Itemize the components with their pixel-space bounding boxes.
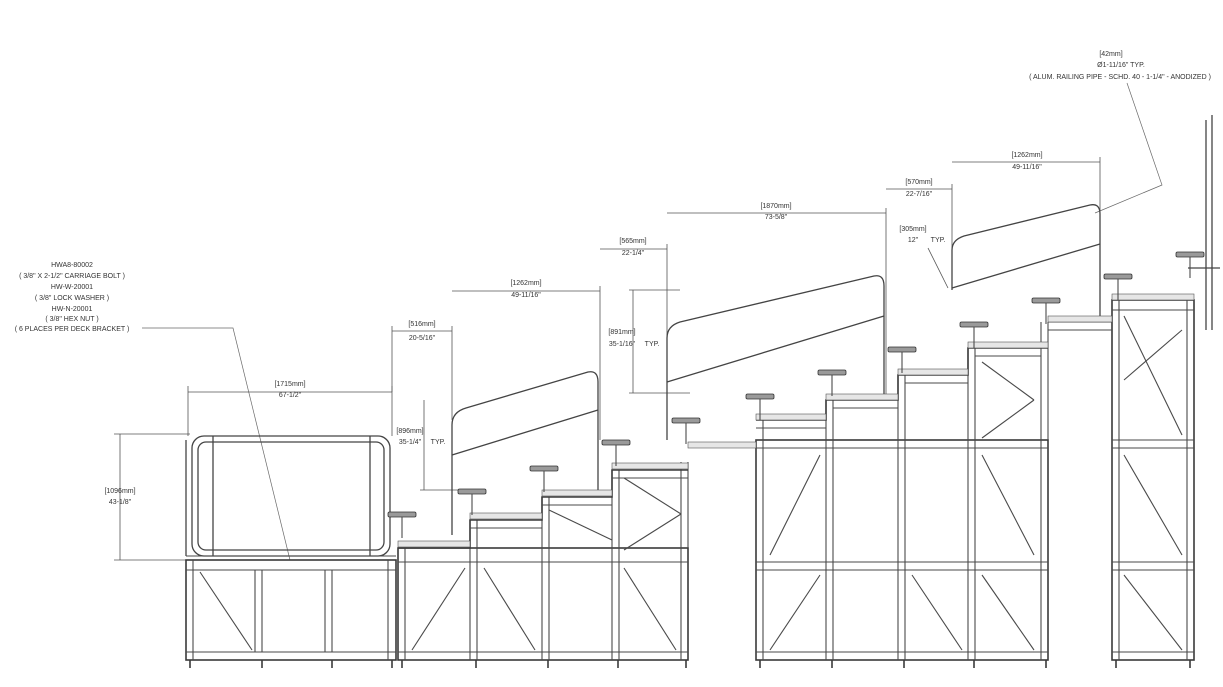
dim-1262a-imperial: 49-11/16" <box>511 292 541 299</box>
deck-board <box>469 512 543 520</box>
dim-1715-metric: [1715mm] <box>274 381 305 388</box>
callout-pipe-note: ( ALUM. RAILING PIPE - SCHD. 40 - 1-1/4"… <box>1029 74 1211 81</box>
seat-plank <box>1103 273 1133 280</box>
callout-line-4: ( 3/8" LOCK WASHER ) <box>35 295 109 302</box>
dim-565-imperial: 22-1/4" <box>622 250 645 257</box>
seat-plank <box>745 393 775 400</box>
dim-1715-imperial: 67-1/2" <box>279 392 302 399</box>
railing-pipe-callout: [42mm] Ø1-11/16" TYP. ( ALUM. RAILING PI… <box>1029 51 1211 81</box>
dim-1870-imperial: 73-5/8" <box>765 214 788 221</box>
callout-leader-right <box>1094 82 1163 214</box>
dim-305-typ: TYP. <box>931 237 946 244</box>
dim-1262a-metric: [1262mm] <box>510 280 541 287</box>
deck-board <box>397 540 471 548</box>
seat-plank <box>387 511 417 518</box>
deck-board <box>897 368 969 376</box>
callout-line-2: ( 3/8" X 2-1/2" CARRIAGE BOLT ) <box>19 273 125 280</box>
seat-plank <box>887 346 917 353</box>
dim-305-imperial: 12" <box>908 237 919 244</box>
dim-570-metric: [570mm] <box>905 179 932 186</box>
module-top-row <box>1048 115 1220 661</box>
callout-leader-left <box>142 327 291 561</box>
dim-1262b-imperial: 49-11/16" <box>1012 164 1042 171</box>
dim-1096-metric: [1096mm] <box>104 488 135 495</box>
seat-plank <box>529 465 559 472</box>
module-rows-1-3 <box>397 462 689 661</box>
leveling-feet <box>189 660 1191 668</box>
dim-516-metric: [516mm] <box>408 321 435 328</box>
dim-1096-imperial: 43-1/8" <box>109 499 132 506</box>
dim-896-imperial: 35-1/4" <box>399 439 422 446</box>
callout-line-6: ( 3/8" HEX NUT ) <box>45 316 98 323</box>
aisle-handrails <box>451 204 1101 535</box>
dim-891-typ: TYP. <box>645 341 660 348</box>
callout-pipe-metric: [42mm] <box>1099 51 1122 58</box>
deck-board <box>825 393 899 401</box>
deck-board <box>687 441 757 449</box>
callout-line-1: HWA8-80002 <box>51 262 93 269</box>
callout-pipe-diameter: Ø1-11/16" TYP. <box>1097 62 1145 69</box>
seat-plank <box>1175 251 1205 258</box>
callout-line-7: ( 6 PLACES PER DECK BRACKET ) <box>15 326 130 333</box>
deck-boards <box>397 293 1195 548</box>
dim-570-imperial: 22-7/16" <box>906 191 933 198</box>
callout-line-5: HW-N-20001 <box>52 306 93 313</box>
dimension-labels: [1715mm] 67-1/2" [1096mm] 43-1/8" [516mm… <box>104 152 1042 506</box>
seat-plank <box>959 321 989 328</box>
deck-board <box>1111 293 1195 301</box>
dim-1870-metric: [1870mm] <box>760 203 791 210</box>
seat-plank <box>457 488 487 495</box>
seat-plank <box>671 417 701 424</box>
dimension-lines <box>114 157 1101 561</box>
dim-891-imperial: 35-1/16" <box>609 341 636 348</box>
deck-board <box>541 489 613 497</box>
seat-plank <box>601 439 631 446</box>
callout-line-3: HW-W-20001 <box>51 284 93 291</box>
dim-896-metric: [896mm] <box>396 428 423 435</box>
dim-896-typ: TYP. <box>431 439 446 446</box>
module-rows-4-7 <box>755 322 1049 661</box>
seat-plank <box>817 369 847 376</box>
seat-pedestals <box>387 251 1205 538</box>
deck-board <box>967 341 1049 349</box>
deck-board <box>611 462 689 470</box>
hardware-callout: HWA8-80002 ( 3/8" X 2-1/2" CARRIAGE BOLT… <box>15 262 130 333</box>
deck-board <box>755 413 827 421</box>
dim-516-imperial: 20-5/16" <box>409 335 436 342</box>
dim-1262b-metric: [1262mm] <box>1011 152 1042 159</box>
deck-board <box>1047 315 1113 323</box>
dim-565-metric: [565mm] <box>619 238 646 245</box>
end-guard-module <box>185 435 397 661</box>
dim-305-metric: [305mm] <box>899 226 926 233</box>
seat-plank <box>1031 297 1061 304</box>
dim-891-metric: [891mm] <box>608 329 635 336</box>
